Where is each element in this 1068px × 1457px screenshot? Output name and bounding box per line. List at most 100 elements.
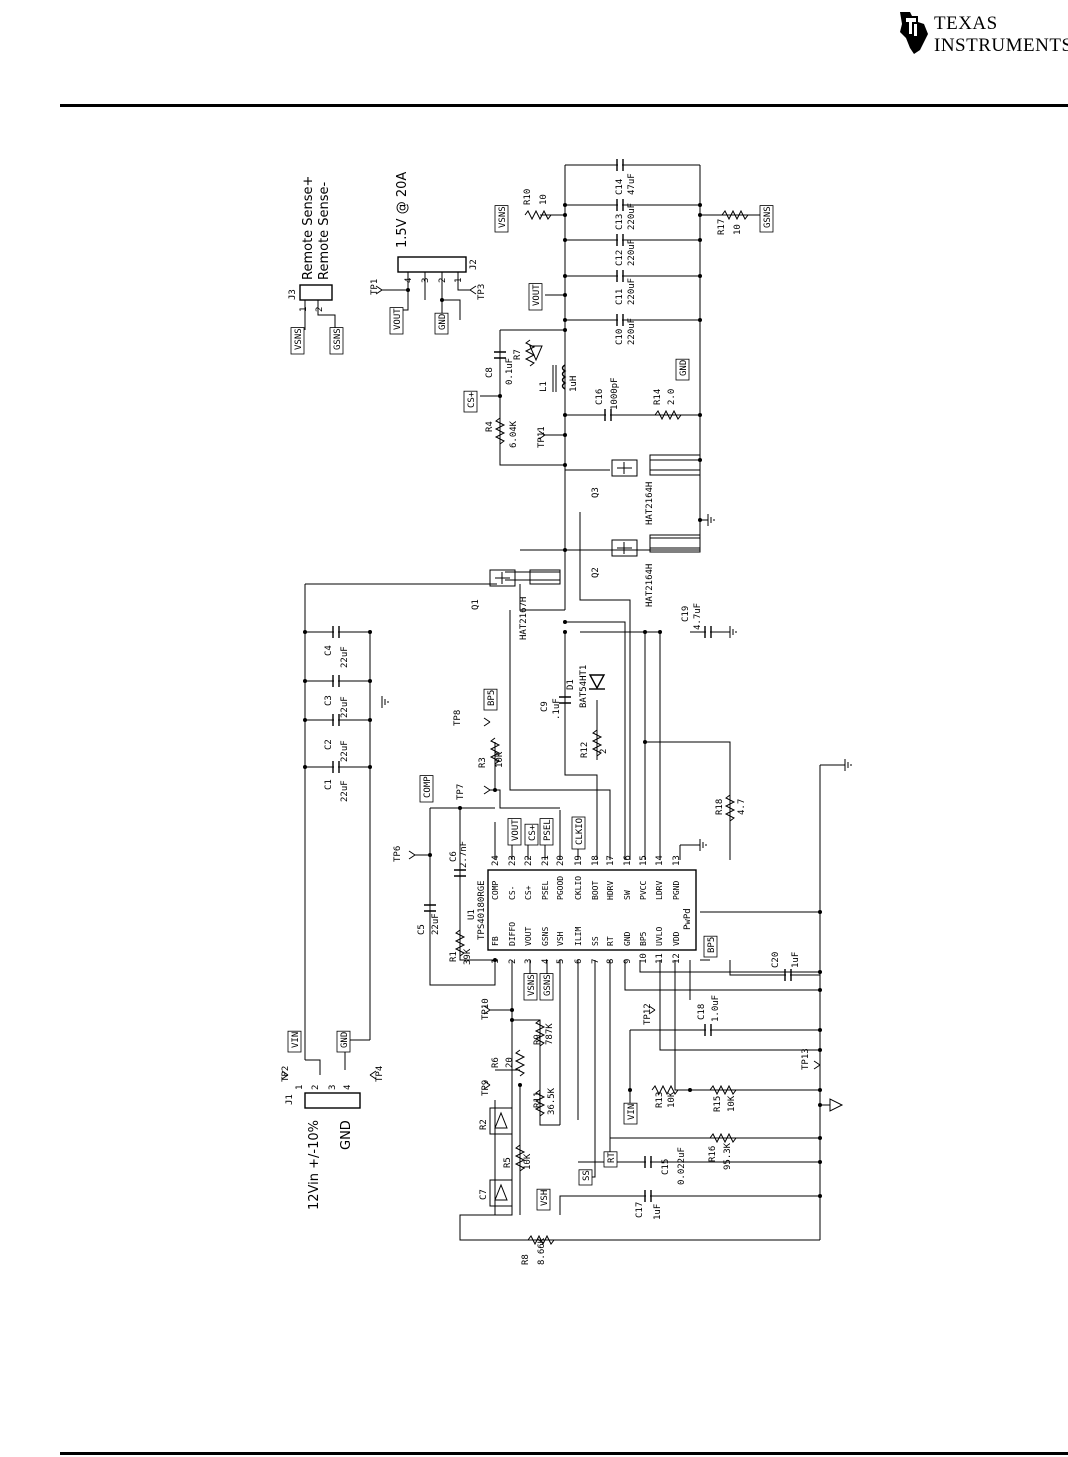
net-label-box xyxy=(483,688,498,711)
ic-pin-number: 8 xyxy=(606,959,616,964)
component-label: 36.5K xyxy=(547,1087,557,1115)
component-label: R3 xyxy=(478,757,488,768)
test-point-label: TP7 xyxy=(456,784,466,800)
ic-pin-name: GND xyxy=(623,931,632,946)
component-label: 6.04K xyxy=(509,420,519,448)
capacitor-ref: C4 xyxy=(324,645,334,656)
net-label-box xyxy=(494,205,509,233)
ic-pin-number: 5 xyxy=(556,959,566,964)
capacitor-ref: C13 xyxy=(615,214,625,230)
net-label: CLKIO xyxy=(575,818,585,845)
net-label: VOUT xyxy=(393,308,403,330)
net-label-box xyxy=(507,818,522,846)
ic-pin-name: SW xyxy=(623,890,632,900)
net-label: GSNS xyxy=(763,206,773,228)
ic-pin-number: 7 xyxy=(591,959,601,964)
ic-pin-number: 16 xyxy=(623,855,633,866)
connector-j2-body xyxy=(397,256,467,273)
component-label: 1.0uF xyxy=(711,995,721,1022)
component-label: R7 xyxy=(513,349,523,360)
component-label: R18 xyxy=(715,799,725,815)
net-label-box xyxy=(539,818,554,846)
component-label: C19 xyxy=(681,606,691,622)
test-point-label: TP4 xyxy=(375,1066,385,1082)
net-label: VIN xyxy=(291,1032,301,1048)
ic-pin-number: 4 xyxy=(541,959,551,964)
component-label: C20 xyxy=(771,952,781,968)
ic-pin-name: GSNS xyxy=(541,927,550,946)
test-point-label: TP1 xyxy=(370,279,380,295)
capacitor-value: 220uF xyxy=(627,318,637,345)
ic-pin-name: BOOT xyxy=(591,881,600,900)
component-label: R6 xyxy=(491,1057,501,1068)
ic-u1-ref: U1 xyxy=(467,909,477,920)
net-label: VSNS xyxy=(498,206,508,228)
connector-j2-label: 1.5V @ 20A xyxy=(395,172,410,248)
component-label: R11 xyxy=(533,1092,543,1108)
ic-pin-name: COMP xyxy=(491,881,500,900)
capacitor-ref: C2 xyxy=(324,739,334,750)
header-rule xyxy=(60,104,1068,107)
net-label-box xyxy=(287,1030,302,1053)
component-label: 0.022uF xyxy=(677,1147,687,1185)
test-point-label: TP13 xyxy=(801,1048,811,1070)
component-label: 0.1uF xyxy=(505,358,515,385)
ic-pin-name: LDRV xyxy=(655,881,664,900)
ic-pin-name: VDD xyxy=(672,931,681,946)
component-label: R8 xyxy=(521,1254,531,1265)
component-label: 4.7uF xyxy=(693,603,703,630)
ic-pin-number: 18 xyxy=(591,855,601,866)
ic-pin-number: 13 xyxy=(672,855,682,866)
connector-j1-pin: 4 xyxy=(343,1085,353,1090)
component-label: R12 xyxy=(580,742,590,758)
company-name-line-2: INSTRUMENTS xyxy=(934,35,1068,56)
component-label: R15 xyxy=(713,1096,723,1112)
component-label: 10K xyxy=(495,751,505,768)
component-label: HAT2164H xyxy=(645,564,655,607)
net-label: SS xyxy=(582,1170,592,1181)
component-label: 787K xyxy=(545,1023,555,1045)
net-label-box xyxy=(290,327,305,355)
net-label: PSEL xyxy=(543,819,553,841)
net-label-box xyxy=(603,1151,618,1168)
net-label: VSNS xyxy=(294,328,304,350)
ic-pin-number: 14 xyxy=(655,855,665,866)
ic-pin-name: BP5 xyxy=(639,931,648,946)
net-label: COMP xyxy=(423,776,433,798)
net-label-box xyxy=(571,816,586,850)
component-label: 20 xyxy=(505,1057,515,1068)
component-label: HAT2164H xyxy=(645,482,655,525)
component-label: R2 xyxy=(479,1119,489,1130)
ic-pin-number: 20 xyxy=(556,855,566,866)
ic-pin-number: 3 xyxy=(524,959,534,964)
capacitor-ref: C10 xyxy=(615,329,625,345)
component-label: R1 xyxy=(449,951,459,962)
component-label: BAT54HT1 xyxy=(579,665,589,708)
net-label: GSNS xyxy=(543,974,553,996)
net-label-box xyxy=(336,1030,351,1053)
component-label: 2.0 xyxy=(667,389,677,405)
component-label: 10K xyxy=(523,1153,533,1170)
component-label: C9 xyxy=(540,701,550,712)
net-label: VOUT xyxy=(511,819,521,841)
component-label: C17 xyxy=(635,1202,645,1218)
net-label-box xyxy=(759,205,774,233)
component-label: Q3 xyxy=(591,487,601,498)
test-point-label: TP9 xyxy=(481,1080,491,1096)
capacitor-ref: C3 xyxy=(324,695,334,706)
ic-pin-number: 15 xyxy=(639,855,649,866)
component-label: C7 xyxy=(479,1189,489,1200)
ic-pin-number: 2 xyxy=(508,959,518,964)
component-label: C6 xyxy=(449,851,459,862)
component-label: L1 xyxy=(539,381,549,392)
component-label: 10 xyxy=(539,194,549,205)
component-label: R16 xyxy=(708,1146,718,1162)
net-label: RT xyxy=(607,1152,617,1163)
company-name-line-1: TEXAS xyxy=(934,13,998,34)
net-label-box xyxy=(703,935,718,958)
component-label: 1uF xyxy=(791,952,801,968)
ic-pin-name: SS xyxy=(591,936,600,946)
component-label: HAT2167H xyxy=(519,597,529,640)
component-label: R17 xyxy=(717,219,727,235)
